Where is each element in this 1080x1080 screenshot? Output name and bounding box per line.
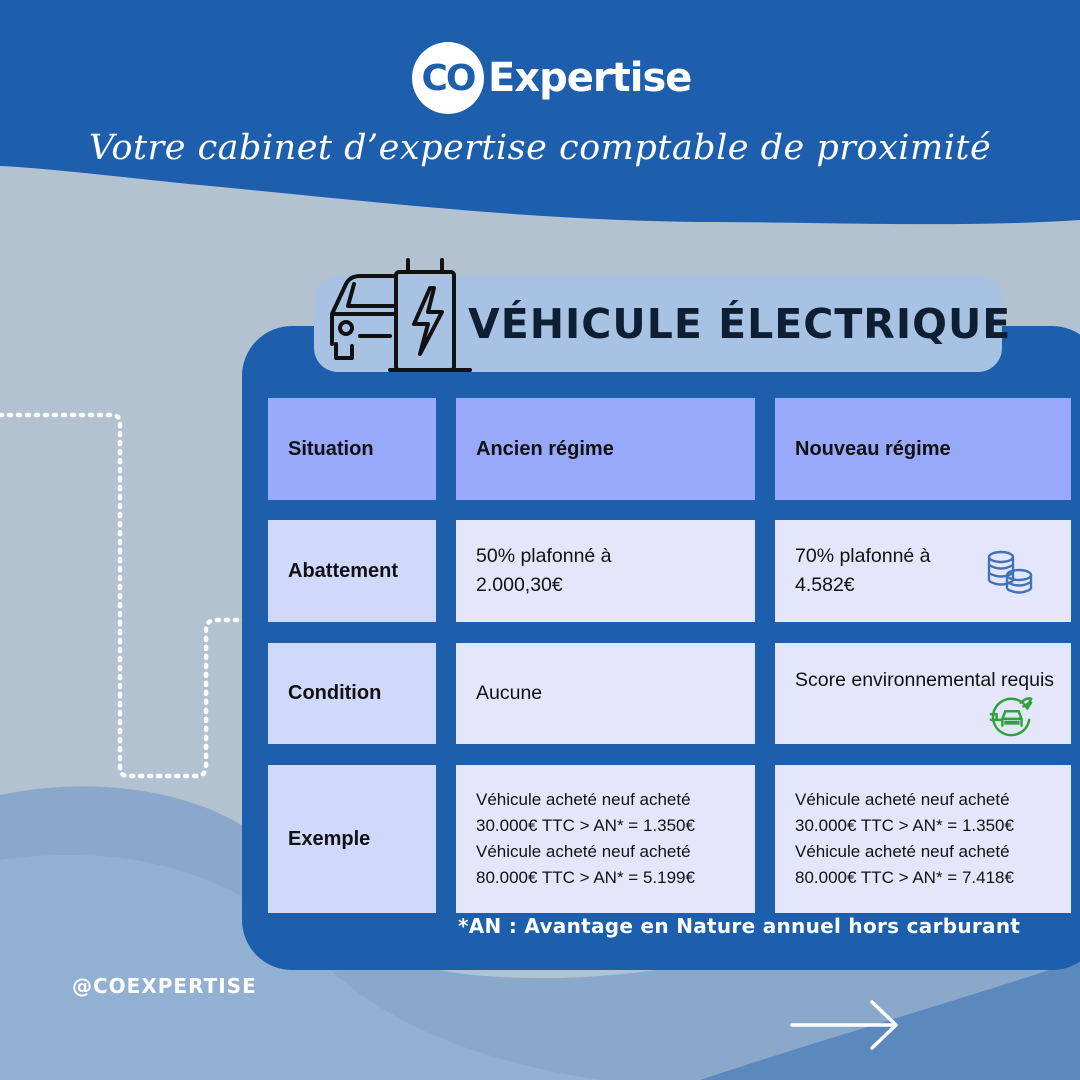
- cell-condition-old: Aucune: [456, 643, 755, 744]
- cell-text: 70% plafonné à 4.582€: [795, 545, 931, 596]
- cell-condition-new: Score environnemental requis: [775, 643, 1071, 744]
- exemple-line: 30.000€ TTC > AN* = 1.350€: [795, 816, 1014, 835]
- logo-wordmark: Expertise: [488, 55, 692, 101]
- cell-abattement-old: 50% plafonné à 2.000,30€: [456, 520, 755, 622]
- cell-text: 50% plafonné à 2.000,30€: [476, 545, 612, 596]
- electric-car-charger-icon: [330, 258, 472, 372]
- exemple-line: 30.000€ TTC > AN* = 1.350€: [476, 816, 695, 835]
- exemple-line: Véhicule acheté neuf acheté: [795, 790, 1010, 809]
- table-header-ancien-regime: Ancien régime: [456, 398, 755, 500]
- logo-circle: CO: [412, 42, 484, 114]
- eco-car-icon: [989, 697, 1033, 737]
- exemple-line: Véhicule acheté neuf acheté: [795, 842, 1010, 861]
- arrow-right-icon[interactable]: [788, 998, 902, 1052]
- brand-logo: CO Expertise: [412, 40, 702, 116]
- exemple-line: 80.000€ TTC > AN* = 7.418€: [795, 868, 1014, 887]
- cell-text: Score environnemental requis: [795, 669, 1055, 691]
- table-header-situation: Situation: [268, 398, 436, 500]
- social-handle[interactable]: @COEXPERTISE: [72, 974, 257, 998]
- cell-abattement-new: 70% plafonné à 4.582€: [775, 520, 1071, 622]
- coins-icon: [987, 550, 1033, 594]
- table-header-nouveau-regime: Nouveau régime: [775, 398, 1071, 500]
- cell-exemple-old: Véhicule acheté neuf acheté 30.000€ TTC …: [456, 765, 755, 913]
- tagline: Votre cabinet d’expertise comptable de p…: [88, 128, 992, 168]
- row-label-abattement: Abattement: [268, 520, 436, 622]
- exemple-line: 80.000€ TTC > AN* = 5.199€: [476, 868, 695, 887]
- cell-exemple-new: Véhicule acheté neuf acheté 30.000€ TTC …: [775, 765, 1071, 913]
- footnote: *AN : Avantage en Nature annuel hors car…: [458, 914, 1021, 938]
- row-label-exemple: Exemple: [268, 765, 436, 913]
- exemple-line: Véhicule acheté neuf acheté: [476, 842, 691, 861]
- row-label-condition: Condition: [268, 643, 436, 744]
- card-title: VÉHICULE ÉLECTRIQUE: [468, 300, 1012, 348]
- exemple-line: Véhicule acheté neuf acheté: [476, 790, 691, 809]
